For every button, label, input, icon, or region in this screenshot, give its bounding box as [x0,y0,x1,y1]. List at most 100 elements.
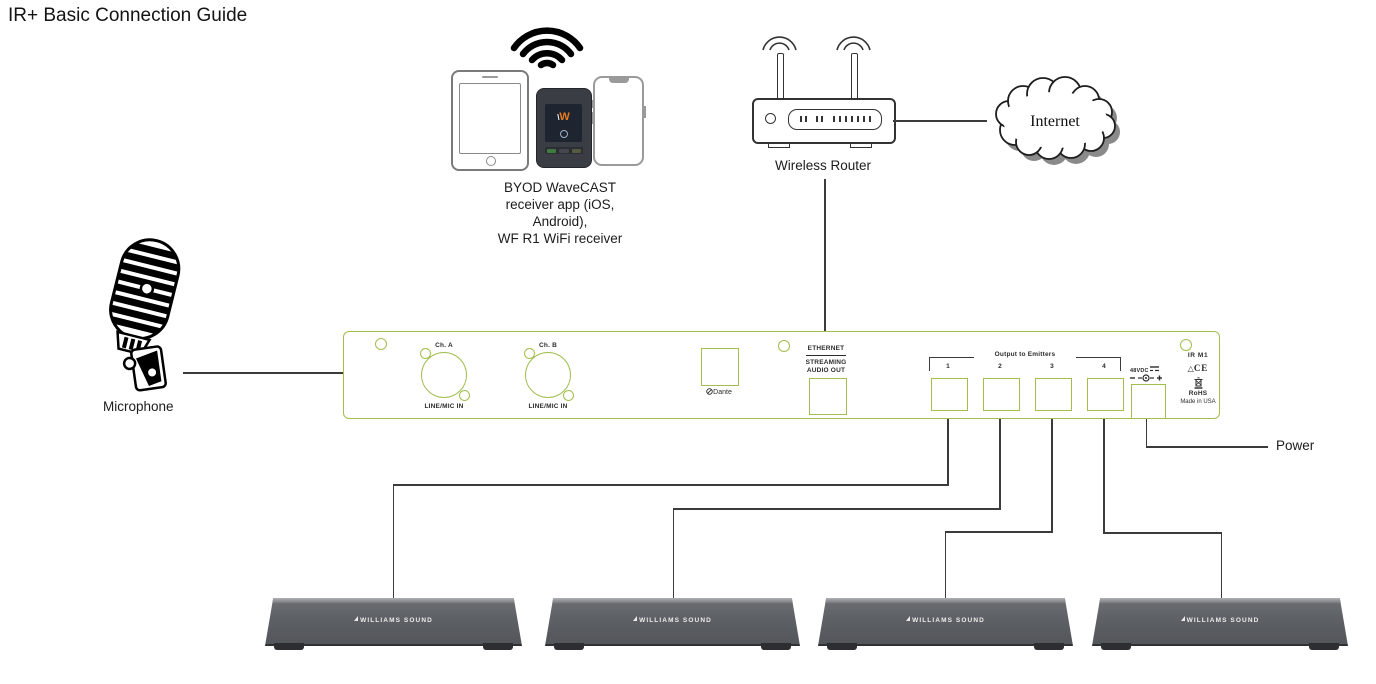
smartphone-device [591,76,646,166]
mounting-hole-left [375,338,387,350]
ir-emitter-2: WILLIAMS SOUND [545,598,800,651]
output-group-label: Output to Emitters [994,351,1056,358]
output3-number: 3 [1050,363,1054,370]
cable-output1-v2 [392,484,394,601]
emitter-3-top-edge [824,598,1067,603]
cable-router-to-ethernet [824,179,826,341]
receiver-button-middle [559,148,569,153]
receiver-screen-ring-icon [559,130,568,138]
phone-side-button [591,100,594,108]
receiver-screen: \W [545,104,582,142]
receiver-buttons [545,147,583,154]
dc-power-port [1131,384,1166,419]
cable-output4-v2 [1220,532,1222,601]
weee-bin-icon [1194,377,1203,389]
rohs-label: RoHS [1188,390,1208,397]
byod-caption: BYOD WaveCAST receiver app (iOS, Android… [440,179,680,247]
model-label: IR M1 [1187,352,1209,359]
internet-label: Internet [1030,113,1080,130]
wireless-router-device [752,98,896,144]
channel-b-sublabel: LINE/MIC IN [528,403,568,410]
mounting-hole-right [1180,339,1192,351]
receiver-button-left [547,148,556,153]
microphone-illustration [104,238,185,392]
cable-power-h [1145,446,1268,448]
dante-port [701,348,739,386]
emitter-2-brand-text: WILLIAMS SOUND [639,617,712,624]
cable-output2-v1 [999,408,1001,509]
output1-number: 1 [946,363,950,370]
wifi-icon [510,27,584,69]
router-power-led-icon [765,113,776,124]
emitter-2-face: WILLIAMS SOUND [545,598,800,646]
page-title: IR+ Basic Connection Guide [8,5,248,26]
emitter-4-brand: WILLIAMS SOUND [1092,616,1348,624]
cable-output3-h [944,531,1053,533]
williams-sound-logo-icon [1180,616,1185,621]
emitter-3-foot-left [827,643,857,650]
emitter-1-foot-right [483,643,513,650]
router-antenna-right [851,53,858,101]
xlr-a-pin-bottom [459,390,470,401]
made-in-label: Made in USA [1180,399,1216,405]
emitter-output-port-4 [1087,378,1124,411]
ir-emitter-1: WILLIAMS SOUND [265,598,522,651]
output-bracket-left [929,357,974,359]
cable-power-v [1145,417,1147,447]
cable-output3-v1 [1051,408,1053,532]
emitter-1-face: WILLIAMS SOUND [265,598,522,646]
power-label: Power [1276,438,1315,453]
ce-mark: CE [1193,363,1209,373]
emitter-1-brand: WILLIAMS SOUND [265,616,522,624]
cable-output4-v1 [1103,408,1105,533]
channel-a-label: Ch. A [435,342,453,349]
xlr-input-b [525,352,571,398]
xlr-input-a [421,352,467,398]
dc-label: 48VDC [1130,365,1160,374]
streaming-label-line1: STREAMING [805,359,847,366]
wf-r1-receiver-device: \W [536,88,592,168]
receiver-button-right [572,148,581,153]
channel-a-sublabel: LINE/MIC IN [424,403,464,410]
antenna-waves-right-icon [836,36,871,51]
emitter-1-foot-left [274,643,304,650]
dc-symbol-icon [1150,366,1160,372]
emitter-2-top-edge [551,598,794,603]
tablet-speaker [482,76,498,78]
cable-output3-v2 [944,531,946,601]
tablet-device [451,70,529,171]
byod-caption-line3: Android), [532,214,588,229]
emitter-3-brand: WILLIAMS SOUND [818,616,1073,624]
emitter-3-foot-right [1034,643,1064,650]
output4-number: 4 [1102,363,1106,370]
williams-sound-logo-icon [633,616,638,621]
emitter-1-brand-text: WILLIAMS SOUND [360,617,433,624]
tablet-home-button [486,156,496,166]
phone-power-button [643,106,646,118]
emitter-2-brand: WILLIAMS SOUND [545,616,800,624]
ethernet-port [809,378,847,415]
emitter-output-port-2 [983,378,1020,411]
router-led-panel [788,109,882,130]
byod-caption-line2: receiver app (iOS, [505,197,615,212]
cable-output2-v2 [672,508,674,601]
output-bracket-tick-left [929,357,931,371]
emitter-1-top-edge [271,598,516,603]
byod-caption-line4: WF R1 WiFi receiver [497,231,623,246]
router-antenna-left [777,53,784,101]
emitter-4-face: WILLIAMS SOUND [1092,598,1348,646]
dc-label-text: 48VDC [1130,368,1149,374]
output2-number: 2 [998,363,1002,370]
byod-caption-line1: BYOD WaveCAST [503,180,617,195]
cable-router-to-internet [893,120,987,122]
xlr-a-pin-top [420,348,431,359]
emitter-4-top-edge [1098,598,1342,603]
router-label: Wireless Router [774,158,872,173]
ethernet-divider [806,355,846,356]
emitter-output-port-1 [931,378,968,411]
microphone-label: Microphone [103,399,174,414]
cert-triangle-icon: △ [1187,364,1194,373]
williams-sound-logo-icon [906,616,911,621]
xlr-b-pin-top [524,348,535,359]
